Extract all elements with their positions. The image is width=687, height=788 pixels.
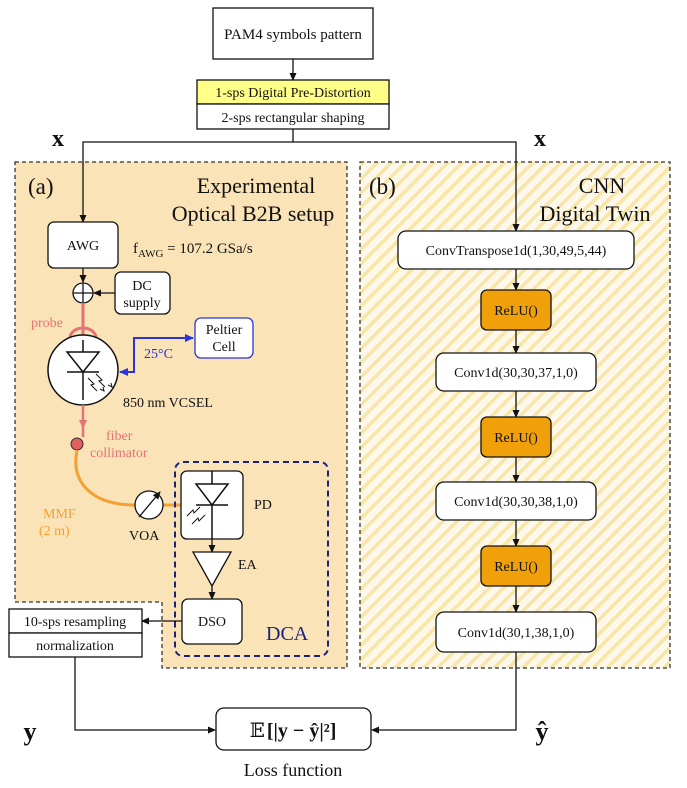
layer-convtranspose-label: ConvTranspose1d(1,30,49,5,44) <box>426 244 607 259</box>
signal-x-to-cnn-line <box>293 141 520 232</box>
dc-label-line2: supply <box>123 296 160 311</box>
dc-label-line1: DC <box>132 279 151 294</box>
loss-function-label: Loss function <box>244 760 343 780</box>
amplifier-icon <box>191 551 233 588</box>
signal-x-right: x <box>534 126 546 152</box>
pd-label: PD <box>254 498 272 513</box>
shaping-box <box>196 103 390 130</box>
peltier-cell-box <box>194 317 254 359</box>
voa-label: VOA <box>129 529 160 544</box>
peltier-label-line1: Peltier <box>206 323 243 338</box>
mmf-fiber <box>74 449 181 507</box>
fiber-label-line1: fiber <box>106 429 133 444</box>
relu-label-3: ReLU() <box>494 560 538 575</box>
loss-expression: 𝔼[|y − ŷ|²] <box>250 720 337 742</box>
layer-conv1d-label-2: Conv1d(30,30,38,1,0) <box>454 495 578 510</box>
relu-label-2: ReLU() <box>494 431 538 446</box>
panel-b-title-line1: CNN <box>579 173 626 198</box>
vcsel-label: 850 nm VCSEL <box>123 396 213 411</box>
awg-label: AWG <box>67 239 99 254</box>
peltier-thermal-link <box>119 334 194 376</box>
yhat-to-loss-line <box>371 652 517 734</box>
adder-icon <box>72 282 94 304</box>
panel-a-tag: (a) <box>28 174 54 199</box>
fiber-collimator-icon <box>70 437 84 451</box>
fawg-label: fAWG = 107.2 GSa/s <box>133 241 253 260</box>
photodiode-icon <box>180 470 244 540</box>
dca-label: DCA <box>266 623 309 645</box>
signal-x-left: x <box>52 126 64 152</box>
peltier-label-line2: Cell <box>212 340 235 355</box>
layer-conv1d-label-3: Conv1d(30,1,38,1,0) <box>458 626 575 641</box>
resampling-box <box>8 608 143 634</box>
relu-label-1: ReLU() <box>494 304 538 319</box>
pam4-label: PAM4 symbols pattern <box>224 27 362 43</box>
signal-y-hat: ŷ <box>536 717 549 746</box>
dpd-box <box>196 79 390 105</box>
signal-y: y <box>24 717 37 746</box>
ea-label: EA <box>238 558 258 573</box>
vcsel-icon <box>47 326 119 406</box>
panel-a-title-line2: Optical B2B setup <box>172 201 335 226</box>
resampling-label: 10-sps resampling <box>24 615 126 630</box>
mmf-label-line1: MMF <box>43 507 76 522</box>
normalization-label: normalization <box>36 639 114 654</box>
panel-b-title-line2: Digital Twin <box>539 201 650 226</box>
fiber-label-line2: collimator <box>90 446 148 461</box>
dso-label: DSO <box>198 615 226 630</box>
attenuator-icon <box>134 490 164 520</box>
temperature-label: 25°C <box>144 347 173 362</box>
dpd-label: 1-sps Digital Pre-Distortion <box>215 86 371 101</box>
normalization-box <box>8 632 143 658</box>
probe-label: probe <box>31 316 63 331</box>
pam4-box <box>212 7 374 60</box>
layer-conv1d-label-1: Conv1d(30,30,37,1,0) <box>454 366 578 381</box>
mmf-label-line2: (2 m) <box>39 524 70 539</box>
shaping-label: 2-sps rectangular shaping <box>221 111 364 126</box>
panel-b-tag: (b) <box>369 174 396 199</box>
loss-box <box>215 707 372 751</box>
panel-a-title-line1: Experimental <box>197 173 316 198</box>
signal-x-split-line <box>79 129 294 223</box>
panel-a-background <box>14 161 348 669</box>
y-to-loss-line <box>74 657 216 734</box>
